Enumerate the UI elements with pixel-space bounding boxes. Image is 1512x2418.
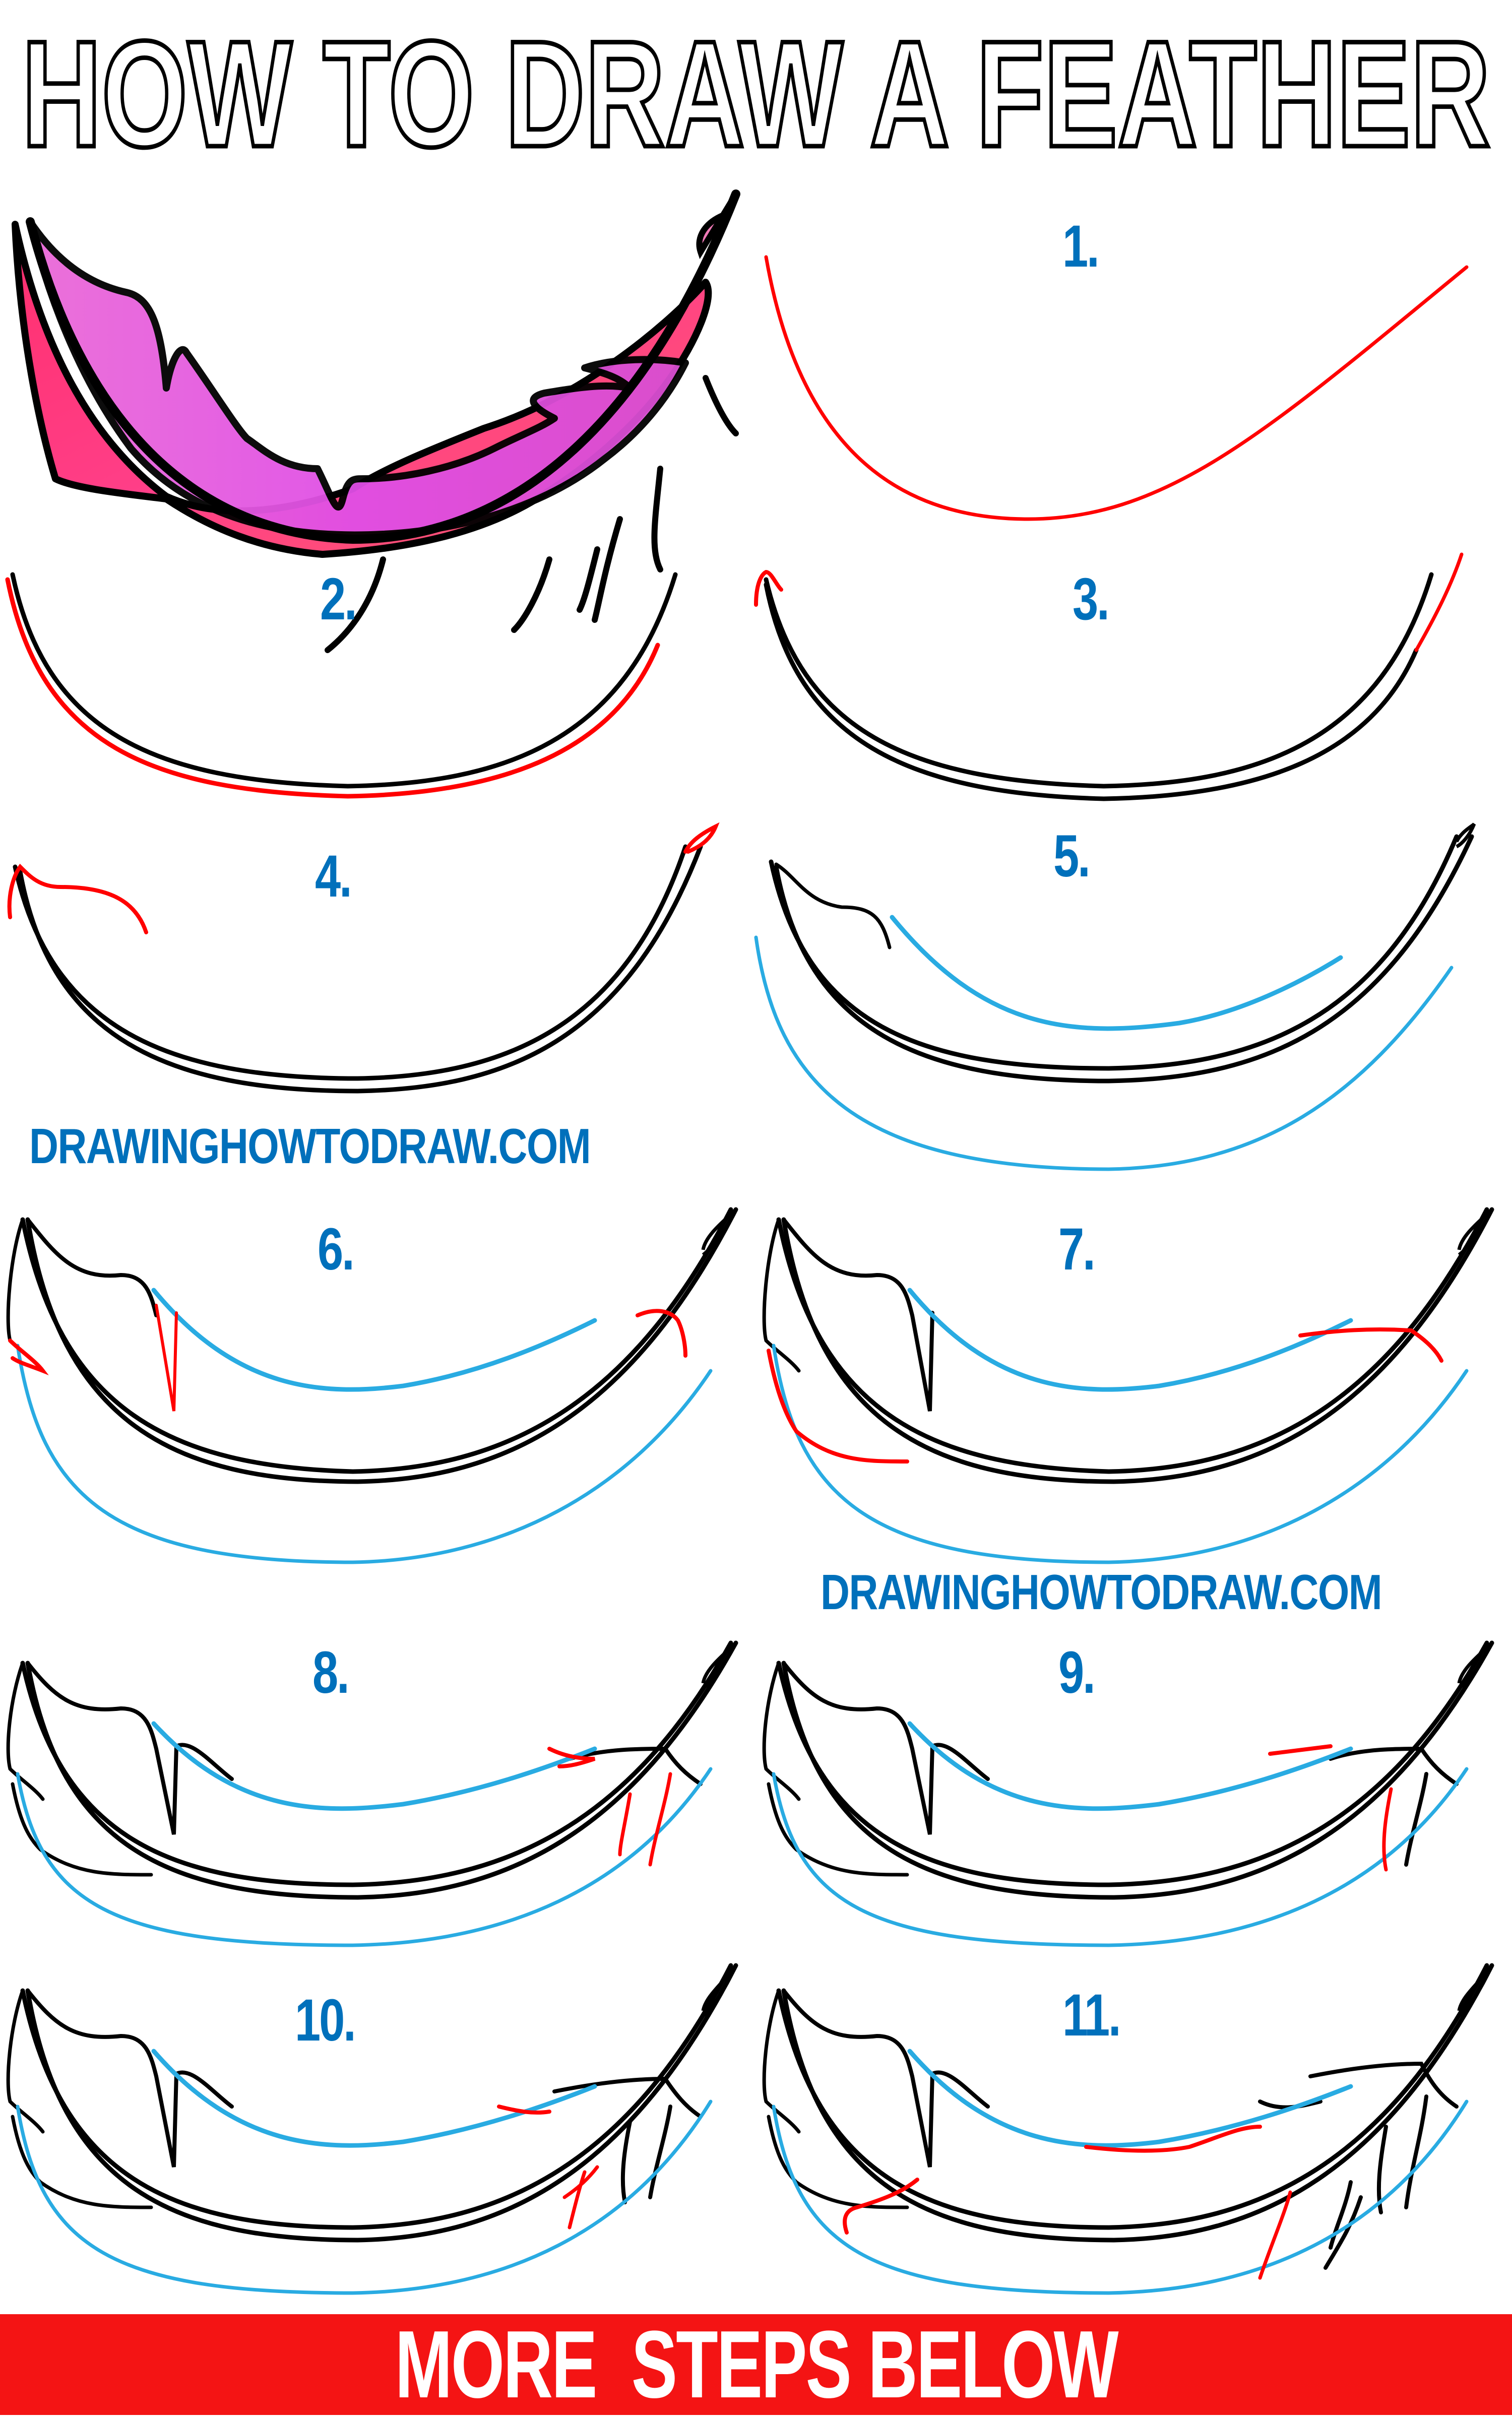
step-9-panel: 9. bbox=[756, 1623, 1512, 1947]
site-watermark: DRAWINGHOWTODRAW.COM bbox=[821, 1564, 1382, 1620]
step-8-panel: 8. bbox=[0, 1623, 756, 1947]
step-number: 11. bbox=[1062, 1982, 1121, 2049]
step-number: 7. bbox=[1058, 1216, 1096, 1283]
stroke-main-curve-new bbox=[764, 255, 1469, 521]
step-number: 10. bbox=[295, 1987, 356, 2054]
page-title: HOW TO DRAW A FEATHER bbox=[0, 0, 1512, 161]
title-outline-text: HOW TO DRAW A FEATHER bbox=[20, 8, 1492, 161]
step-4-panel: 4. bbox=[0, 816, 756, 1099]
site-watermark: DRAWINGHOWTODRAW.COM bbox=[29, 1118, 591, 1174]
step-2-panel: 2. bbox=[0, 529, 756, 811]
step-3-panel: 3. bbox=[754, 529, 1512, 811]
step-6-panel: 6. bbox=[0, 1179, 756, 1564]
more-steps-banner: MORE STEPS BELOW bbox=[0, 2314, 1512, 2415]
step-11-panel: 11. bbox=[756, 1945, 1512, 2298]
banner-text: MORE STEPS BELOW bbox=[395, 2311, 1118, 2418]
step-number: 9. bbox=[1058, 1639, 1096, 1706]
step-number: 2. bbox=[320, 566, 357, 632]
step-1-panel: 1. bbox=[756, 166, 1512, 521]
step-7-panel: 7. bbox=[756, 1179, 1512, 1564]
step-number: 4. bbox=[315, 843, 352, 910]
step-number: 1. bbox=[1062, 213, 1100, 280]
step-5-panel: 5. bbox=[754, 816, 1512, 1171]
step-number: 5. bbox=[1053, 823, 1091, 889]
step-number: 6. bbox=[318, 1216, 355, 1283]
step-10-panel: 10. bbox=[0, 1945, 756, 2298]
feather-shaft bbox=[26, 189, 740, 544]
finished-feather-illustration bbox=[0, 166, 756, 653]
step-number: 3. bbox=[1073, 566, 1110, 632]
title-text: HOW TO DRAW A FEATHER bbox=[22, 9, 1490, 161]
step-number: 8. bbox=[312, 1639, 350, 1706]
feather-barb-lines bbox=[325, 375, 739, 653]
